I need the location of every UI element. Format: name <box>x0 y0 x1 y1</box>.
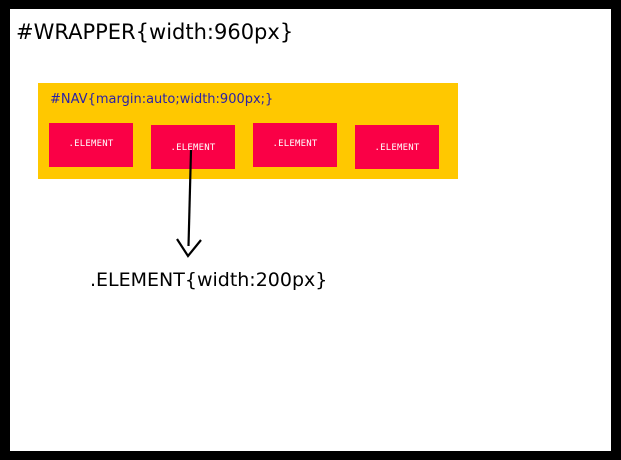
nav-selector-label: #NAV{margin:auto;width:900px;} <box>50 92 274 107</box>
wrapper-title-label: #WRAPPER{width:960px} <box>16 20 294 44</box>
element-box-4: .ELEMENT <box>355 125 439 169</box>
nav-container-box: #NAV{margin:auto;width:900px;} .ELEMENT … <box>38 83 458 179</box>
element-caption-label: .ELEMENT{width:200px} <box>90 269 328 291</box>
element-box-3-label: .ELEMENT <box>272 139 318 149</box>
element-box-3: .ELEMENT <box>253 123 337 167</box>
element-box-1: .ELEMENT <box>49 123 133 167</box>
element-box-2-label: .ELEMENT <box>170 143 216 153</box>
element-box-2: .ELEMENT <box>151 125 235 169</box>
annotation-arrow-layer <box>176 149 202 258</box>
element-box-1-label: .ELEMENT <box>68 139 114 149</box>
element-box-4-label: .ELEMENT <box>374 143 420 153</box>
diagram-canvas: #WRAPPER{width:960px} #NAV{margin:auto;w… <box>10 9 611 451</box>
